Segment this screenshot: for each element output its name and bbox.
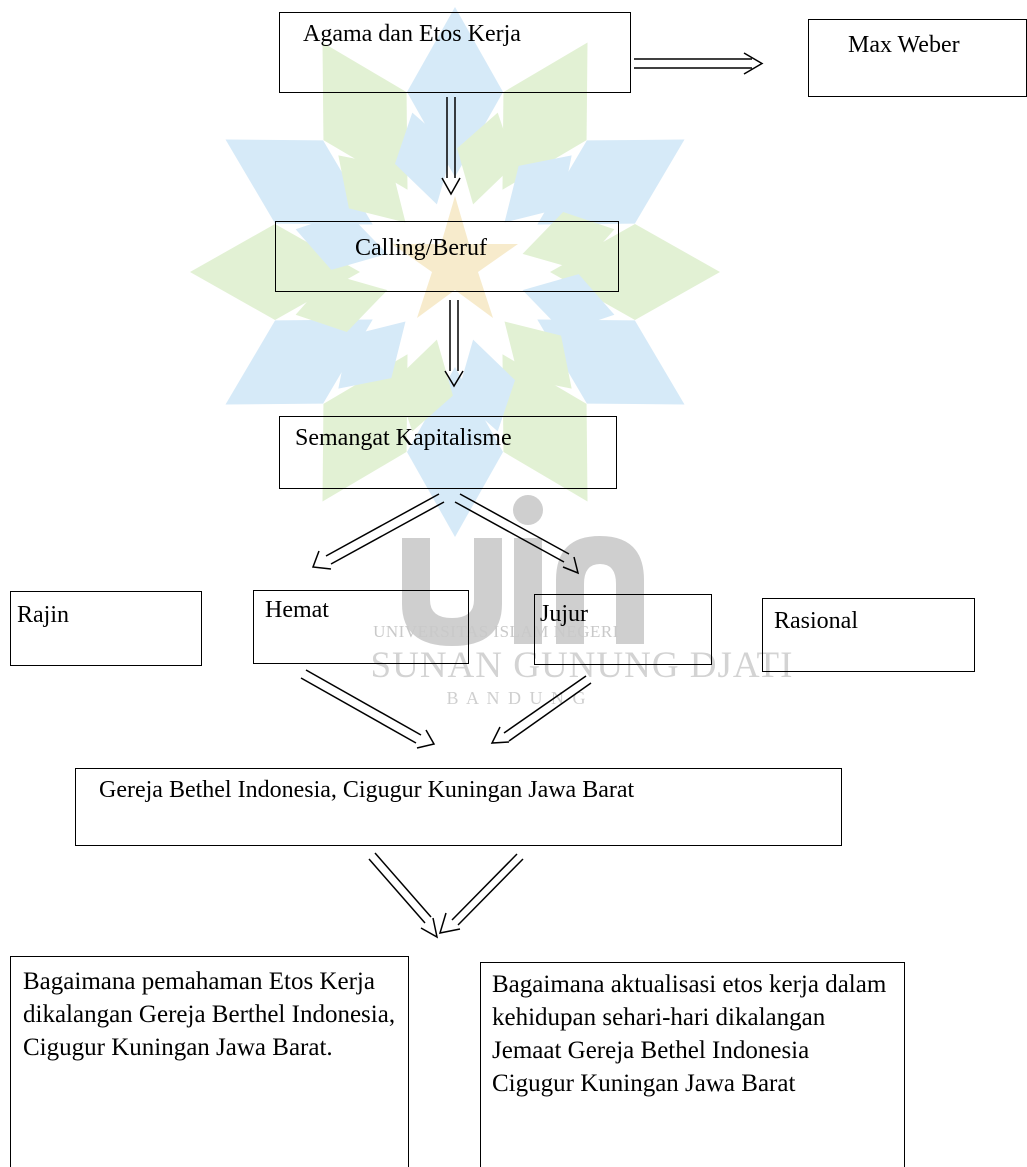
- node-hemat: Hemat: [253, 590, 469, 664]
- watermark-line-3: B A N D U N G: [446, 688, 587, 708]
- logo-petal: [225, 139, 373, 225]
- logo-petal-inner: [457, 339, 516, 432]
- arrow-hemat-to-gereja: [300, 669, 436, 749]
- node-label: Hemat: [265, 597, 329, 623]
- arrow-calling-to-semangat: [444, 300, 464, 388]
- logo-petal: [322, 354, 408, 502]
- node-label: Rasional: [774, 608, 858, 634]
- node-label: Max Weber: [848, 32, 960, 58]
- logo-petal-inner: [522, 211, 615, 270]
- logo-petal-inner: [394, 339, 453, 432]
- logo-star: [392, 196, 518, 318]
- logo-petal: [537, 139, 685, 225]
- node-agama-dan-etos-kerja: Agama dan Etos Kerja: [279, 12, 631, 93]
- watermark-line-1: UNIVERSITAS ISLAM NEGERI: [373, 622, 619, 641]
- node-label: Agama dan Etos Kerja: [303, 21, 521, 47]
- node-calling-beruf: Calling/Beruf: [275, 221, 619, 292]
- node-label: Semangat Kapitalisme: [295, 425, 512, 451]
- arrow-semangat-to-jujur: [454, 493, 580, 575]
- node-max-weber: Max Weber: [808, 19, 1027, 97]
- node-rasional: Rasional: [762, 598, 975, 672]
- logo-petal-inner: [295, 211, 388, 270]
- logo-petal: [322, 42, 408, 190]
- node-rajin: Rajin: [10, 591, 202, 666]
- arrow-agama-to-calling: [441, 97, 461, 196]
- arrow-semangat-to-hemat: [311, 493, 445, 570]
- node-semangat-kapitalisme: Semangat Kapitalisme: [279, 416, 617, 489]
- node-label: Bagaimana pemahaman Etos Kerja dikalanga…: [23, 968, 396, 1061]
- node-label: Gereja Bethel Indonesia, Cigugur Kuninga…: [99, 777, 635, 803]
- logo-petal-inner: [295, 274, 388, 333]
- logo-petal: [537, 319, 685, 405]
- logo-petal: [502, 42, 588, 190]
- node-label: Bagaimana aktualisasi etos kerja dalam k…: [492, 971, 887, 1097]
- arrow-gereja-to-q2: [438, 853, 524, 934]
- logo-petal-inner: [394, 112, 453, 205]
- uin-letters: [402, 495, 644, 646]
- logo-petal: [225, 319, 373, 405]
- node-label: Calling/Beruf: [355, 235, 487, 261]
- node-label: Rajin: [17, 602, 69, 628]
- node-question-pemahaman: Bagaimana pemahaman Etos Kerja dikalanga…: [10, 956, 409, 1167]
- logo-petal: [502, 354, 588, 502]
- arrow-agama-to-weber: [634, 52, 764, 75]
- logo-petal-inner: [522, 274, 615, 333]
- arrow-gereja-to-q1: [368, 852, 439, 939]
- node-jujur: Jujur: [534, 594, 712, 665]
- node-question-aktualisasi: Bagaimana aktualisasi etos kerja dalam k…: [480, 962, 905, 1167]
- logo-petal-inner: [457, 112, 516, 205]
- node-gereja-bethel: Gereja Bethel Indonesia, Cigugur Kuninga…: [75, 768, 842, 846]
- node-label: Jujur: [540, 601, 588, 627]
- arrow-jujur-to-gereja: [490, 675, 592, 744]
- logo-petals: [190, 7, 720, 537]
